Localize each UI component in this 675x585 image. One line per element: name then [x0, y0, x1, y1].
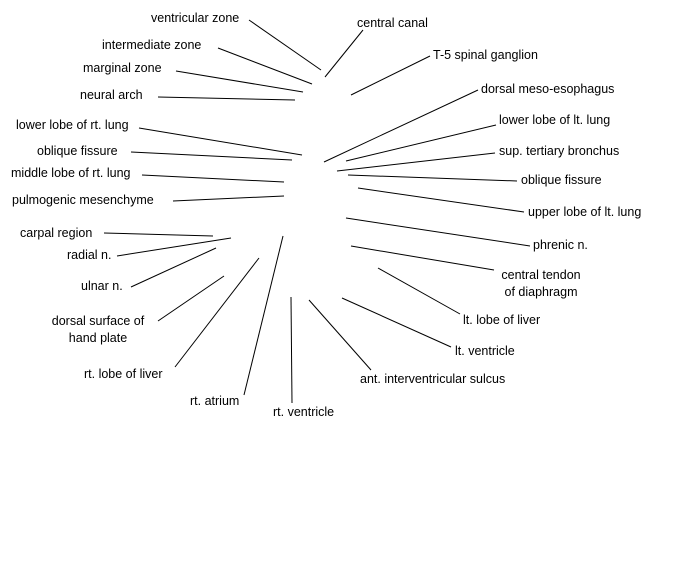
leader-sup-tertiary-bronchus — [336, 152, 496, 172]
leader-carpal-region — [103, 232, 214, 237]
label-ulnar-n: ulnar n. — [81, 279, 123, 293]
leader-lower-lobe-rt-lung — [138, 127, 303, 156]
label-lt-ventricle: lt. ventricle — [455, 344, 515, 358]
label-upper-lobe-lt-lung: upper lobe of lt. lung — [528, 205, 642, 219]
leader-radial-n — [116, 237, 232, 257]
label-oblique-fissure-left: oblique fissure — [37, 144, 118, 158]
leader-rt-ventricle — [290, 296, 293, 404]
leader-phrenic-n — [345, 217, 531, 247]
label-rt-atrium: rt. atrium — [190, 394, 240, 408]
label-central-tendon-line2: of diaphragm — [504, 285, 578, 299]
label-dorsal-surface-line2: hand plate — [68, 331, 128, 345]
label-central-tendon-of-diaphragm: central tendon of diaphragm — [491, 267, 591, 301]
label-ant-interventricular-sulcus: ant. interventricular sulcus — [360, 372, 506, 386]
label-marginal-zone: marginal zone — [83, 61, 162, 75]
leader-lt-lobe-liver — [377, 267, 461, 315]
label-dorsal-surface-of-hand-plate: dorsal surface of hand plate — [42, 313, 154, 347]
leader-dorsal-surface — [157, 275, 225, 322]
label-dorsal-meso-esophagus: dorsal meso-esophagus — [481, 82, 615, 96]
label-dorsal-surface-line1: dorsal surface of — [51, 314, 145, 328]
label-rt-lobe-liver: rt. lobe of liver — [84, 367, 163, 381]
label-pulmogenic-mesenchyme: pulmogenic mesenchyme — [12, 193, 154, 207]
leader-ant-interventricular-sulcus — [308, 299, 372, 371]
label-phrenic-n: phrenic n. — [533, 238, 588, 252]
label-ventricular-zone: ventricular zone — [151, 11, 240, 25]
label-t5-spinal-ganglion: T-5 spinal ganglion — [433, 48, 538, 62]
leader-upper-lobe-lt-lung — [357, 187, 525, 213]
leader-oblique-fissure-left — [130, 151, 293, 161]
leader-middle-lobe-rt-lung — [141, 174, 285, 183]
label-lt-lobe-liver: lt. lobe of liver — [463, 313, 541, 327]
leader-pulmogenic-mesenchyme — [172, 195, 285, 202]
leader-neural-arch — [157, 96, 296, 101]
leader-lt-ventricle — [341, 297, 452, 348]
leader-rt-atrium — [243, 235, 284, 396]
leader-oblique-fissure-right — [347, 174, 518, 182]
label-carpal-region: carpal region — [20, 226, 93, 240]
label-lower-lobe-rt-lung: lower lobe of rt. lung — [16, 118, 129, 132]
leader-dorsal-meso-esophagus — [323, 89, 479, 163]
label-sup-tertiary-bronchus: sup. tertiary bronchus — [499, 144, 620, 158]
leader-rt-lobe-liver — [174, 257, 260, 368]
leader-lower-lobe-lt-lung — [345, 124, 497, 162]
label-intermediate-zone: intermediate zone — [102, 38, 202, 52]
leader-ulnar-n — [130, 247, 217, 288]
label-central-canal: central canal — [357, 16, 428, 30]
leader-marginal-zone — [175, 70, 304, 93]
label-central-tendon-line1: central tendon — [501, 268, 581, 282]
leader-ventricular-zone — [248, 19, 322, 71]
label-lower-lobe-lt-lung: lower lobe of lt. lung — [499, 113, 611, 127]
label-radial-n: radial n. — [67, 248, 112, 262]
label-neural-arch: neural arch — [80, 88, 143, 102]
leader-central-canal — [324, 29, 364, 78]
label-oblique-fissure-right: oblique fissure — [521, 173, 602, 187]
leader-central-tendon — [350, 245, 495, 271]
leader-t5-spinal-ganglion — [350, 55, 431, 96]
label-middle-lobe-rt-lung: middle lobe of rt. lung — [11, 166, 131, 180]
label-rt-ventricle: rt. ventricle — [273, 405, 335, 419]
leader-intermediate-zone — [217, 47, 313, 85]
